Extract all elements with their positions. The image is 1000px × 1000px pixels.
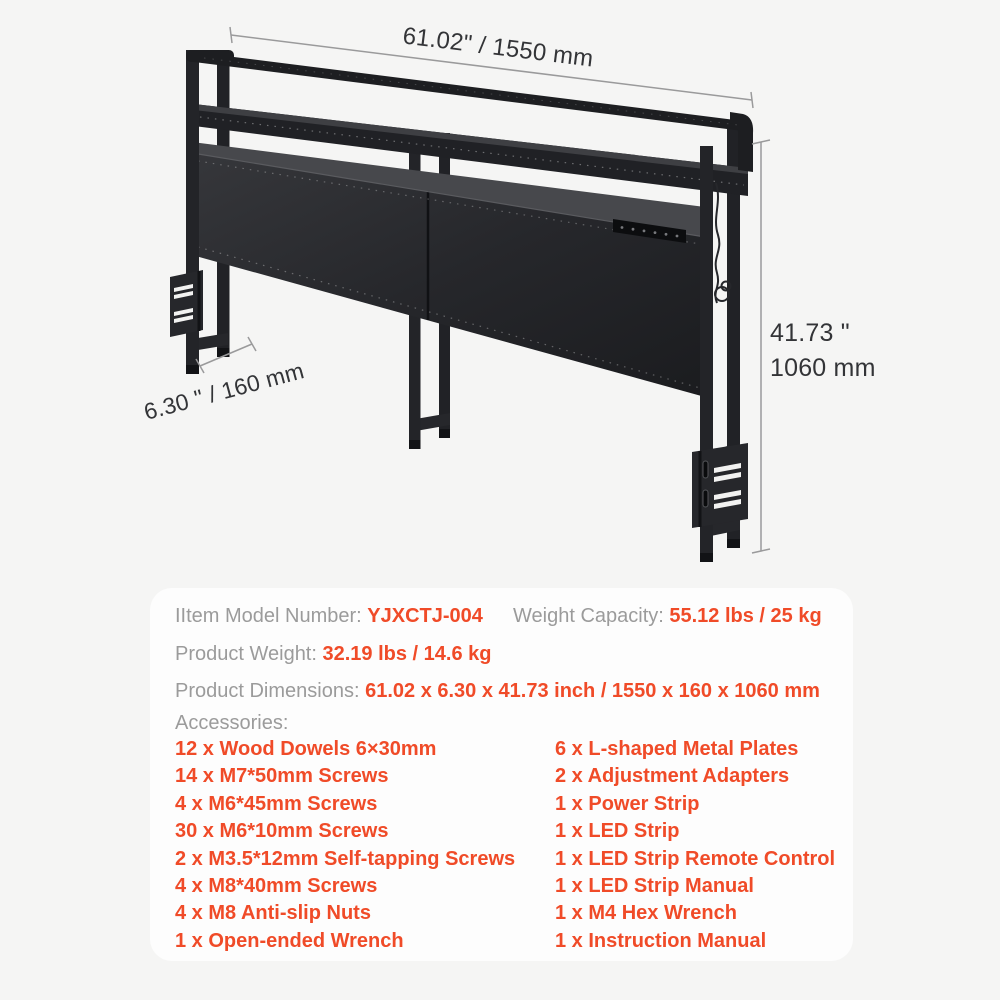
accessory-item: 14 x M7*50mm Screws	[175, 765, 389, 788]
accessory-item: 1 x M4 Hex Wrench	[555, 902, 737, 925]
product-weight-value: 32.19 lbs / 14.6 kg	[322, 643, 492, 665]
accessory-item: 12 x Wood Dowels 6×30mm	[175, 738, 437, 760]
height-dimension-label: 41.73 " 1060 mm	[770, 316, 876, 386]
accessory-item: 1 x Open-ended Wrench	[175, 929, 404, 952]
accessory-item: 1 x Instruction Manual	[555, 929, 767, 952]
product-dimensions-label: Product Dimensions:	[175, 680, 360, 702]
model-number-label: IItem Model Number:	[175, 605, 362, 627]
height-dimension-inches: 41.73 "	[770, 319, 850, 347]
accessories-list-right: 6 x L-shaped Metal Plates 2 x Adjustment…	[555, 736, 835, 955]
height-dimension-mm: 1060 mm	[770, 354, 876, 382]
product-dimensions-row: Product Dimensions: 61.02 x 6.30 x 41.73…	[175, 680, 820, 703]
product-weight-row: Product Weight: 32.19 lbs / 14.6 kg	[175, 643, 492, 666]
spec-card: IItem Model Number: YJXCTJ-004 Weight Ca…	[150, 588, 853, 961]
accessory-item: 1 x Power Strip	[555, 792, 700, 815]
accessory-item: 1 x LED Strip Manual	[555, 875, 754, 898]
top-rail	[186, 50, 754, 172]
accessories-heading: Accessories:	[175, 712, 289, 734]
weight-capacity-row: Weight Capacity: 55.12 lbs / 25 kg	[513, 605, 822, 628]
accessory-item: 2 x Adjustment Adapters	[555, 765, 790, 788]
product-weight-label: Product Weight:	[175, 643, 317, 665]
weight-capacity-label: Weight Capacity:	[513, 605, 664, 627]
accessory-item: 2 x M3.5*12mm Self-tapping Screws	[175, 847, 516, 870]
product-dimensions-value: 61.02 x 6.30 x 41.73 inch / 1550 x 160 x…	[365, 680, 820, 702]
accessory-item: 4 x M6*45mm Screws	[175, 792, 378, 815]
storage-shelf	[194, 104, 748, 196]
model-number-row: IItem Model Number: YJXCTJ-004	[175, 605, 483, 628]
led-cable	[714, 182, 732, 304]
accessory-item: 6 x L-shaped Metal Plates	[555, 738, 799, 760]
left-mounting-bracket-icon	[170, 270, 203, 337]
accessory-item: 30 x M6*10mm Screws	[175, 820, 389, 843]
headboard-panel	[191, 142, 706, 397]
power-strip	[613, 219, 686, 243]
right-mounting-bracket-icon	[692, 443, 748, 528]
weight-capacity-value: 55.12 lbs / 25 kg	[669, 605, 822, 627]
accessory-item: 1 x LED Strip Remote Control	[555, 847, 836, 870]
model-number-value: YJXCTJ-004	[367, 605, 483, 627]
dimension-lines	[195, 26, 771, 554]
accessory-item: 4 x M8*40mm Screws	[175, 875, 378, 898]
accessories-list-left: 12 x Wood Dowels 6×30mm 14 x M7*50mm Scr…	[175, 736, 515, 955]
accessory-item: 1 x LED Strip	[555, 820, 680, 843]
accessory-item: 4 x M8 Anti-slip Nuts	[175, 902, 371, 925]
